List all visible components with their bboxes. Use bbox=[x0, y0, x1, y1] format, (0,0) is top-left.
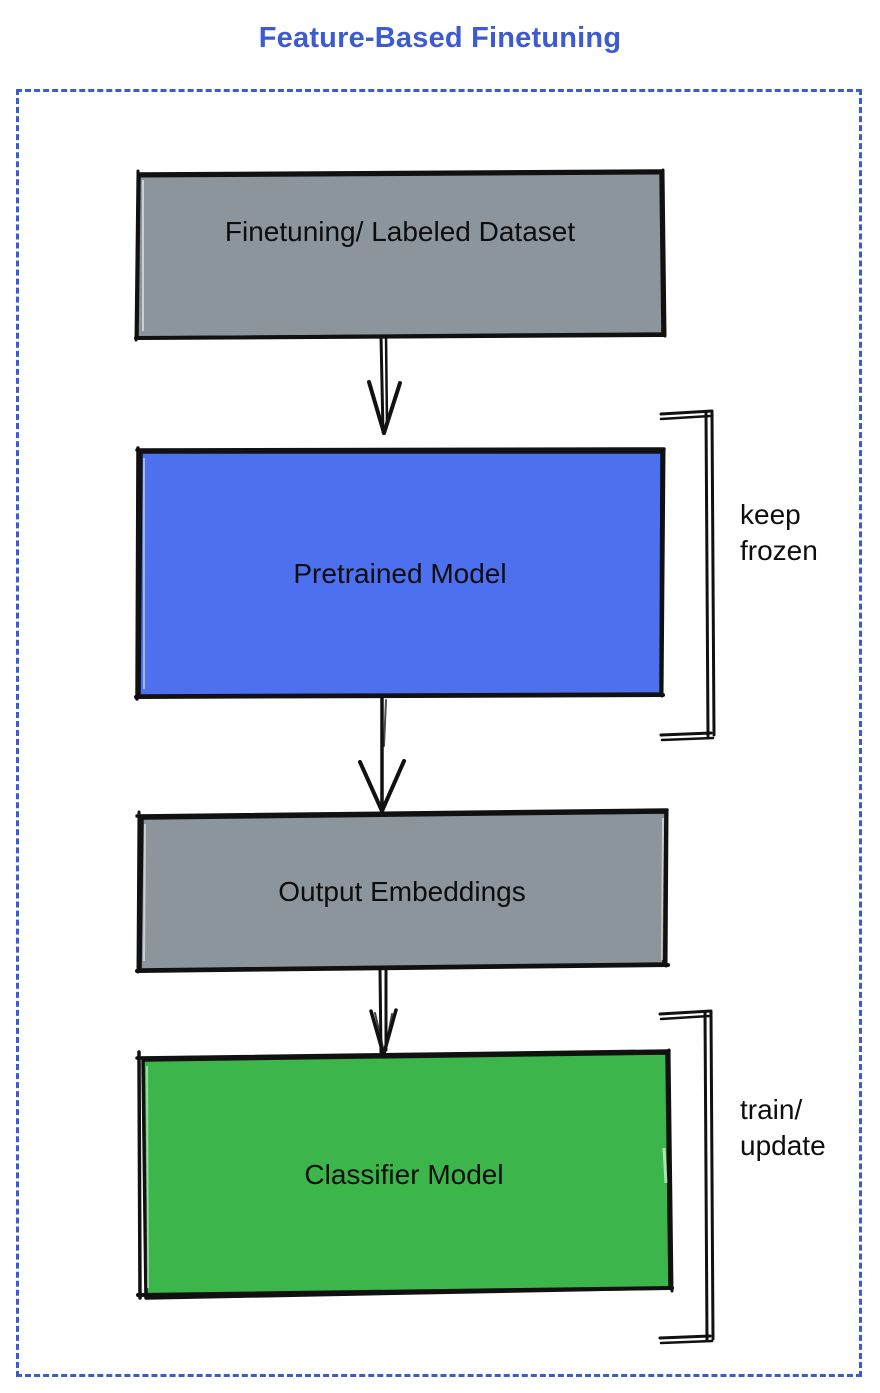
node-pretrained-model[interactable]: Pretrained Model bbox=[133, 446, 667, 702]
annotation-train-update: train/ update bbox=[740, 1094, 826, 1161]
node-finetuning-dataset[interactable]: Finetuning/ Labeled Dataset bbox=[133, 168, 667, 344]
node-output-embeddings[interactable]: Output Embeddings bbox=[133, 808, 671, 976]
node-classifier-model[interactable]: Classifier Model bbox=[133, 1048, 675, 1302]
page-title: Feature-Based Finetuning bbox=[258, 22, 622, 54]
annotation-keep-frozen: keep frozen bbox=[740, 499, 818, 566]
diagram-boundary-frame bbox=[16, 89, 862, 1377]
